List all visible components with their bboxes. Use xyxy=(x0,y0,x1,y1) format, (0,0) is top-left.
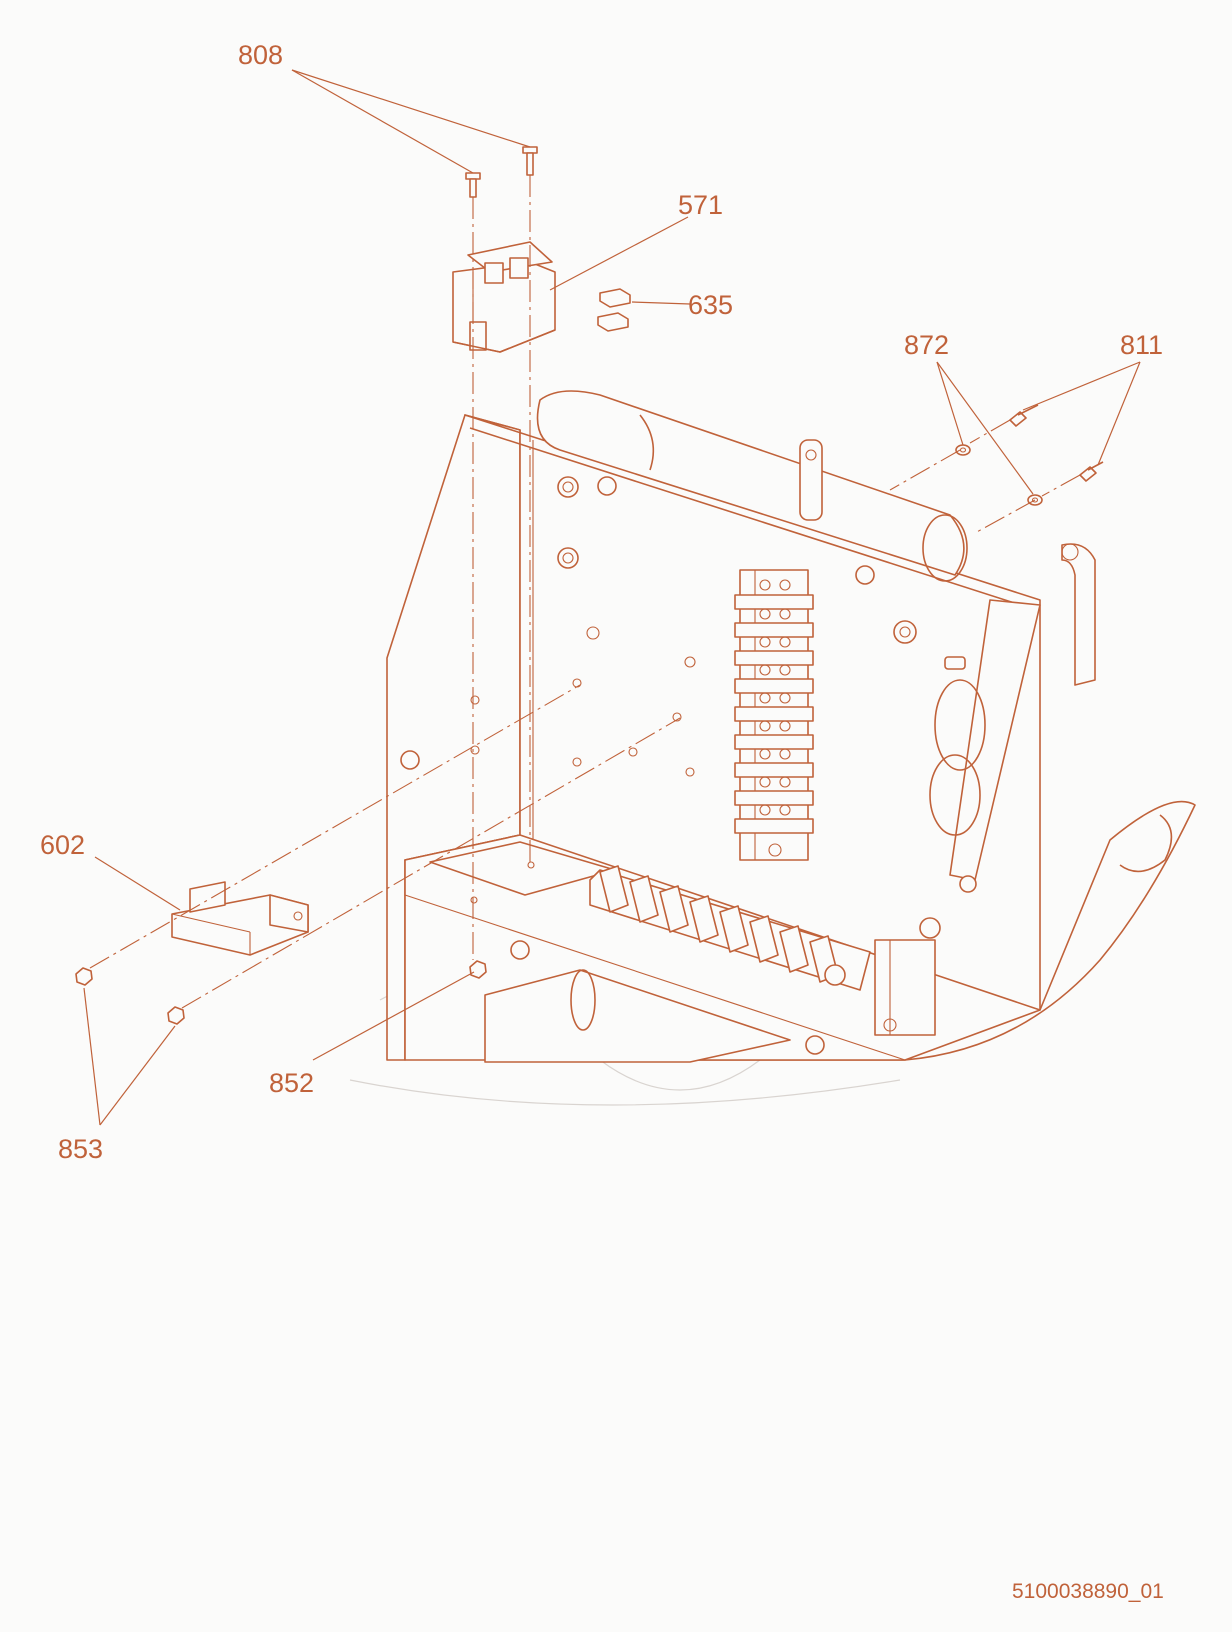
washers-872 xyxy=(955,444,1043,506)
label-853: 853 xyxy=(58,1134,103,1164)
screws-811 xyxy=(1009,404,1104,482)
vertical-terminal-strip xyxy=(734,569,814,861)
label-872: 872 xyxy=(904,330,949,360)
horizontal-terminal-strip xyxy=(589,865,936,1036)
assembly-center-lines xyxy=(89,175,1081,1009)
label-602: 602 xyxy=(40,830,85,860)
leader-lines xyxy=(83,69,1141,1126)
panel-fasteners xyxy=(400,476,977,1055)
screws-808 xyxy=(465,146,538,198)
label-571: 571 xyxy=(678,190,723,220)
label-852: 852 xyxy=(269,1068,314,1098)
label-811: 811 xyxy=(1120,330,1163,360)
nuts-853 xyxy=(75,967,185,1025)
motor-cylinder xyxy=(536,390,968,582)
relay-571 xyxy=(452,241,556,353)
document-code: 5100038890_01 xyxy=(1012,1580,1164,1603)
label-808: 808 xyxy=(238,40,283,70)
clips-635 xyxy=(597,288,631,332)
nut-852 xyxy=(469,960,487,979)
bracket-602 xyxy=(171,881,309,956)
label-635: 635 xyxy=(688,290,733,320)
